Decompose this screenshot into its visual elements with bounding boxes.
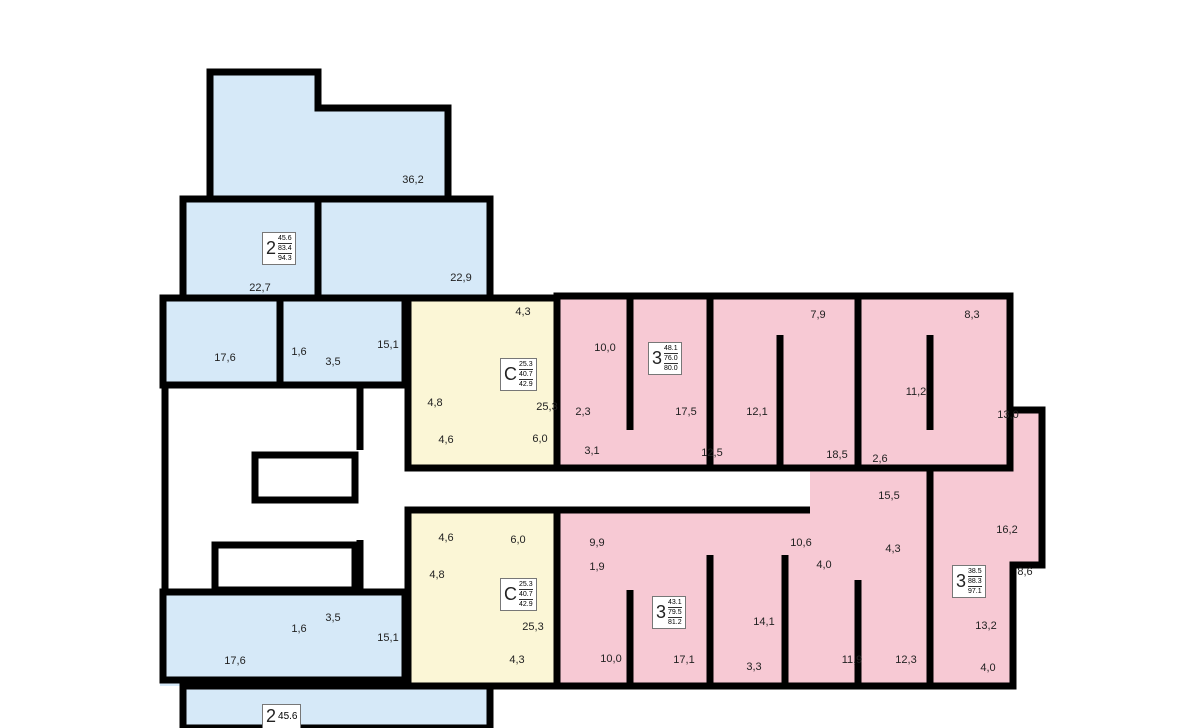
room-area: 4,6 (438, 434, 454, 446)
room-area: 2,6 (872, 453, 888, 465)
room-area: 1,9 (589, 561, 605, 573)
total-area: 83.4 (278, 245, 292, 254)
room-area: 3,5 (325, 356, 341, 368)
apartment-type: 3 (656, 602, 667, 622)
room-area: 15,5 (878, 490, 900, 502)
apartment-type: 3 (652, 348, 663, 368)
room-area: 25,3 (536, 401, 558, 413)
room-area: 3,1 (584, 445, 600, 457)
area-with-balcony: 97.1 (968, 588, 982, 595)
room-area: 1,6 (291, 346, 307, 358)
room-area: 15,1 (377, 339, 399, 351)
two-room-apartment-fills (160, 72, 490, 728)
apartment-type: 2 (266, 238, 277, 258)
bottom-two-room-apartment (160, 592, 490, 728)
room-area: 17,1 (673, 654, 695, 666)
room-area: 11,9 (841, 654, 863, 666)
walls (159, 68, 1046, 728)
living-area: 48.1 (664, 345, 678, 354)
room-area: 13,0 (997, 409, 1019, 421)
room-area: 3,3 (746, 661, 762, 673)
area-with-balcony: 42.9 (519, 601, 533, 608)
room-area: 6,0 (510, 534, 526, 546)
room-area: 17,6 (224, 655, 246, 667)
room-area: 12,1 (746, 406, 768, 418)
area-with-balcony: 94.3 (278, 255, 292, 262)
room-area: 14,1 (753, 616, 775, 628)
total-area: 88.3 (968, 578, 982, 587)
room-area: 11,2 (905, 386, 927, 398)
room-area: 8,3 (964, 309, 980, 321)
room-area: 8,6 (1017, 566, 1033, 578)
total-area: 40.7 (519, 591, 533, 600)
room-area: 4,0 (980, 662, 996, 674)
living-area: 43.1 (668, 599, 682, 608)
room-area: 4,0 (816, 559, 832, 571)
apartment-type: C (504, 584, 517, 604)
room-area: 25,3 (522, 621, 544, 633)
room-area: 4,8 (427, 397, 443, 409)
room-area: 3,5 (325, 612, 341, 624)
room-area: 4,3 (515, 306, 531, 318)
room-area: 18,5 (826, 449, 848, 461)
area-with-balcony: 80.0 (664, 365, 678, 372)
room-area: 4,3 (509, 654, 525, 666)
room-area: 15,1 (377, 632, 399, 644)
room-area: 16,2 (996, 524, 1018, 536)
apartment-type: C (504, 364, 517, 384)
room-area: 22,7 (249, 282, 271, 294)
room-area: 12,3 (895, 654, 917, 666)
room-area: 17,6 (214, 352, 236, 364)
room-area: 7,9 (810, 309, 826, 321)
room-area: 4,3 (885, 543, 901, 555)
room-area: 12,5 (701, 447, 723, 459)
living-area: 45.6 (278, 710, 298, 722)
room-area: 36,2 (402, 174, 424, 186)
room-area: 6,0 (532, 433, 548, 445)
living-area: 38.5 (968, 568, 982, 577)
room-area: 9,9 (589, 537, 605, 549)
apartment-type: 2 (266, 706, 277, 726)
total-area: 79.5 (668, 609, 682, 618)
room-area: 2,3 (575, 406, 591, 418)
living-area: 45.6 (278, 235, 292, 244)
living-area: 25.3 (519, 581, 533, 590)
total-area: 76.0 (664, 355, 678, 364)
room-area: 4,8 (429, 569, 445, 581)
room-area: 17,5 (675, 406, 697, 418)
apartment-type: 3 (956, 571, 967, 591)
living-area: 25.3 (519, 361, 533, 370)
room-area: 1,6 (291, 623, 307, 635)
room-area: 22,9 (450, 272, 472, 284)
room-area: 10,0 (600, 653, 622, 665)
room-area: 13,2 (975, 620, 997, 632)
room-area: 10,6 (790, 537, 812, 549)
total-area: 40.7 (519, 371, 533, 380)
area-with-balcony: 42.9 (519, 381, 533, 388)
top-two-room-apartment (160, 72, 490, 385)
room-area: 10,0 (594, 342, 616, 354)
area-with-balcony: 81.2 (668, 619, 682, 626)
room-area: 4,6 (438, 532, 454, 544)
